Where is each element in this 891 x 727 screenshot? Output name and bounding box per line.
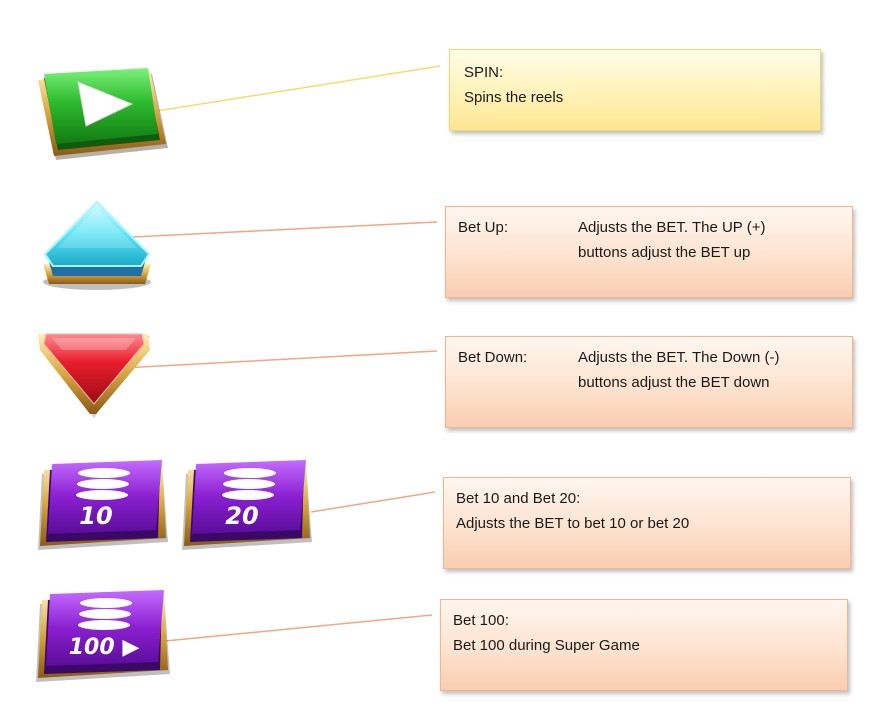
spin-button[interactable] xyxy=(34,64,172,164)
bet-down-button[interactable] xyxy=(36,328,154,420)
bet-100-callout-desc: Bet 100 during Super Game xyxy=(453,637,640,654)
bet-100-button[interactable]: 100 ▶ xyxy=(34,588,174,686)
triangle-down-icon xyxy=(43,333,145,405)
bet-20-leader-line xyxy=(310,491,436,513)
spin-callout-desc: Spins the reels xyxy=(464,89,564,106)
spin-callout-title: SPIN: xyxy=(464,64,504,81)
bet-10-20-callout-desc: Adjusts the BET to bet 10 or bet 20 xyxy=(456,515,690,532)
bet-down-callout-title: Bet Down: xyxy=(458,349,528,366)
bet-up-button[interactable] xyxy=(37,198,157,294)
bet-up-callout-line1: Adjusts the BET. The UP (+) xyxy=(578,219,766,236)
spin-callout: SPIN: Spins the reels xyxy=(449,49,821,131)
bet-up-leader-line xyxy=(112,221,438,239)
bet-20-button[interactable]: 20 xyxy=(180,458,316,554)
chip-stack-icon xyxy=(78,598,132,630)
bet-10-label: 10 xyxy=(79,502,112,530)
chip-stack-icon xyxy=(76,468,130,500)
triangle-up-icon xyxy=(43,200,151,267)
bet-10-20-callout-title: Bet 10 and Bet 20: xyxy=(456,490,581,507)
bet-10-button[interactable]: 10 xyxy=(36,458,170,554)
bet-100-callout: Bet 100: Bet 100 during Super Game xyxy=(440,599,848,691)
bet-up-callout-title: Bet Up: xyxy=(458,219,509,236)
bet-down-callout: Bet Down: Adjusts the BET. The Down (-) … xyxy=(445,336,853,428)
bet-up-callout: Bet Up: Adjusts the BET. The UP (+) butt… xyxy=(445,206,853,298)
play-icon xyxy=(77,81,134,127)
bet-20-label: 20 xyxy=(225,502,258,530)
bet-100-callout-title: Bet 100: xyxy=(453,612,509,629)
bet-down-leader-line xyxy=(104,350,438,370)
bet-up-callout-line2: buttons adjust the BET up xyxy=(578,244,751,261)
bet-10-20-callout: Bet 10 and Bet 20: Adjusts the BET to be… xyxy=(443,477,851,569)
chip-stack-icon xyxy=(222,468,276,500)
bet-down-callout-line2: buttons adjust the BET down xyxy=(578,374,770,391)
bet-100-label: 100 ▶ xyxy=(69,635,140,660)
bet-down-callout-line1: Adjusts the BET. The Down (-) xyxy=(578,349,780,366)
bet-100-leader-line xyxy=(164,614,433,642)
